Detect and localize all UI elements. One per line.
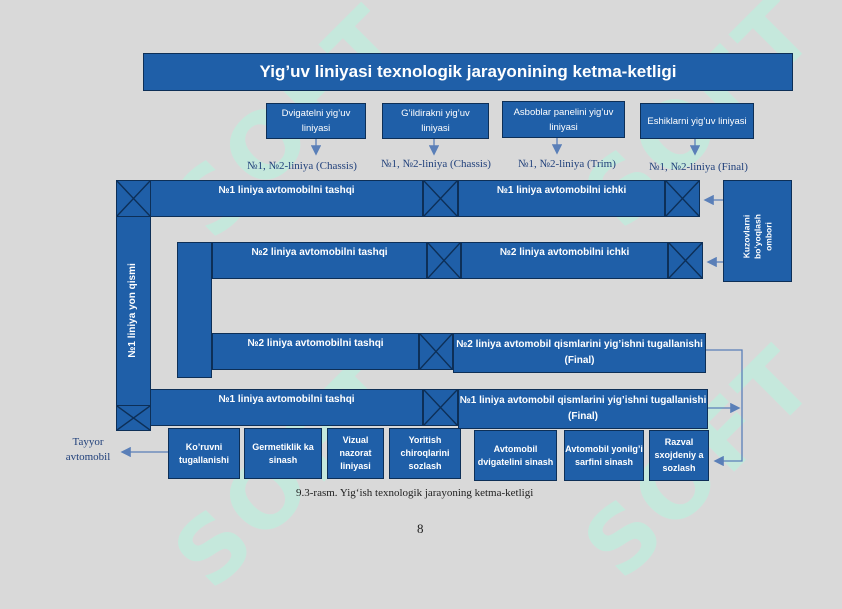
row1-left-bar: №1 liniya avtomobilni tashqi [150, 180, 423, 217]
op-visual-check: Vizual nazorat liniyasi [327, 428, 384, 479]
row2-right-label: №2 liniya avtomobilni ichki [499, 247, 630, 258]
station-marker [668, 242, 703, 279]
side-line-label: №1 liniya yon qismi [127, 263, 138, 358]
station-marker [665, 180, 700, 217]
row1-left-label: №1 liniya avtomobilni tashqi [218, 185, 355, 196]
row2-left-connector [177, 242, 212, 378]
row4-left-bar: №1 liniya avtomobilni tashqi [150, 389, 423, 426]
op-engine-test: Avtomobil dvigatelini sinash [474, 430, 557, 481]
station-marker [427, 242, 461, 279]
feeder-wheel-line: №1, №2-liniya (Chassis) [381, 158, 491, 170]
body-storage-box [723, 180, 792, 282]
figure-caption: 9.3-rasm. Yig‘ish texnologik jarayoning … [296, 487, 534, 499]
row4-right-label: №1 liniya avtomobil qismlarini yig’ishni… [459, 395, 707, 422]
page-number: 8 [417, 521, 424, 536]
row2-right-bar: №2 liniya avtomobilni ichki [461, 242, 668, 279]
feeder-wheel: G’ildirakni yig’uv liniyasi [382, 103, 489, 139]
body-storage-label: Kuzovlarni bo’yoqlash ombori [742, 187, 775, 287]
station-marker [423, 389, 458, 426]
row1-right-label: №1 liniya avtomobilni ichki [496, 185, 627, 196]
row1-right-bar: №1 liniya avtomobilni ichki [458, 180, 665, 217]
op-leak-test: Germetiklik ka sinash [244, 428, 322, 479]
feeder-dashboard: Asboblar panelini yig’uv liniyasi [502, 101, 625, 138]
row3-left-label: №2 liniya avtomobilni tashqi [247, 338, 384, 349]
row2-left-label: №2 liniya avtomobilni tashqi [251, 247, 388, 258]
feeder-doors-line: №1, №2-liniya (Final) [649, 161, 748, 173]
op-headlight-adjust: Yoritish chiroqlarini sozlash [389, 428, 461, 479]
feeder-engine: Dvigatelni yig’uv liniyasi [266, 103, 366, 139]
row3-right-bar: №2 liniya avtomobil qismlarini yig’ishni… [453, 333, 706, 373]
station-marker [419, 333, 453, 370]
feeder-engine-line: №1, №2-liniya (Chassis) [247, 160, 357, 172]
feeder-doors: Eshiklarni yig’uv liniyasi [640, 103, 754, 139]
body-storage-text: Kuzovlarni bo’yoqlash ombori [741, 214, 774, 259]
row3-right-label: №2 liniya avtomobil qismlarini yig’ishni… [456, 339, 703, 366]
diagram-title: Yig’uv liniyasi texnologik jarayonining … [143, 53, 793, 91]
feeder-dashboard-line: №1, №2-liniya (Trim) [518, 158, 616, 170]
station-marker [116, 405, 151, 431]
side-line-column [116, 180, 151, 430]
row3-left-bar: №2 liniya avtomobilni tashqi [212, 333, 419, 370]
op-inspection: Ko’ruvni tugallanishi [168, 428, 240, 479]
row4-right-bar: №1 liniya avtomobil qismlarini yig’ishni… [458, 389, 708, 429]
station-marker [423, 180, 458, 217]
row4-left-label: №1 liniya avtomobilni tashqi [218, 394, 355, 405]
row2-left-bar: №2 liniya avtomobilni tashqi [212, 242, 427, 279]
op-fuel-test: Avtomobil yonilg’i sarfini sinash [564, 430, 644, 481]
op-alignment: Razval sxojdeniy a sozlash [649, 430, 709, 481]
output-label: Tayyor avtomobil [58, 435, 118, 465]
station-marker [116, 180, 151, 217]
output-label-text: Tayyor avtomobil [65, 436, 111, 463]
